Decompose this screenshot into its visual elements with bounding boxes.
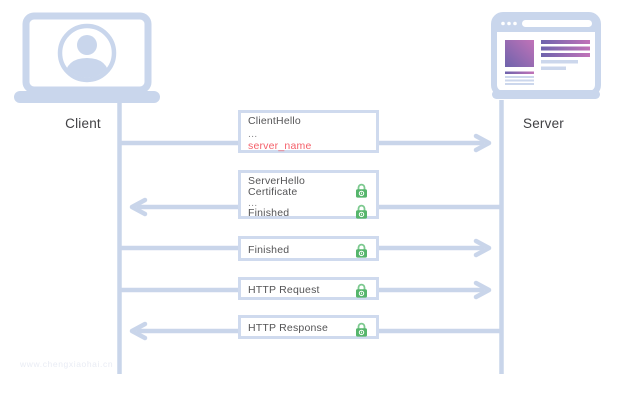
lock-icon [356, 322, 367, 337]
message-line: ... [248, 196, 258, 209]
message-line: Finished [248, 244, 290, 256]
message-box-http-request: HTTP Request [238, 277, 379, 300]
message-line: Certificate [248, 185, 298, 198]
lock-icon [356, 243, 367, 258]
browser-server-icon [491, 12, 601, 101]
message-box-server-hello: ServerHello Certificate ... Finished [238, 170, 379, 219]
laptop-client-icon [14, 12, 160, 104]
avatar [57, 23, 117, 83]
page-image-block [505, 40, 534, 67]
window-dot-icon [501, 21, 505, 26]
window-dot-icon [513, 21, 517, 26]
window-dot-icon [507, 21, 511, 26]
message-line: Finished [248, 207, 290, 220]
server-label: Server [523, 116, 564, 131]
message-line: HTTP Response [248, 322, 329, 334]
lock-icon [356, 183, 367, 198]
client-label: Client [65, 116, 101, 131]
message-box-finished: Finished [238, 236, 379, 261]
lock-icon [356, 283, 367, 298]
message-line: ... [248, 127, 258, 140]
watermark: www.chengxiaohai.cn [20, 359, 114, 369]
lock-icon [356, 204, 367, 219]
message-line: ServerHello [248, 175, 306, 187]
message-box-client-hello: ClientHello ... server_name [238, 110, 379, 153]
message-line: HTTP Request [248, 284, 320, 296]
message-box-http-response: HTTP Response [238, 315, 379, 339]
address-bar [522, 20, 592, 27]
message-line-server-name: server_name [248, 140, 312, 152]
message-line: ClientHello [248, 115, 301, 127]
